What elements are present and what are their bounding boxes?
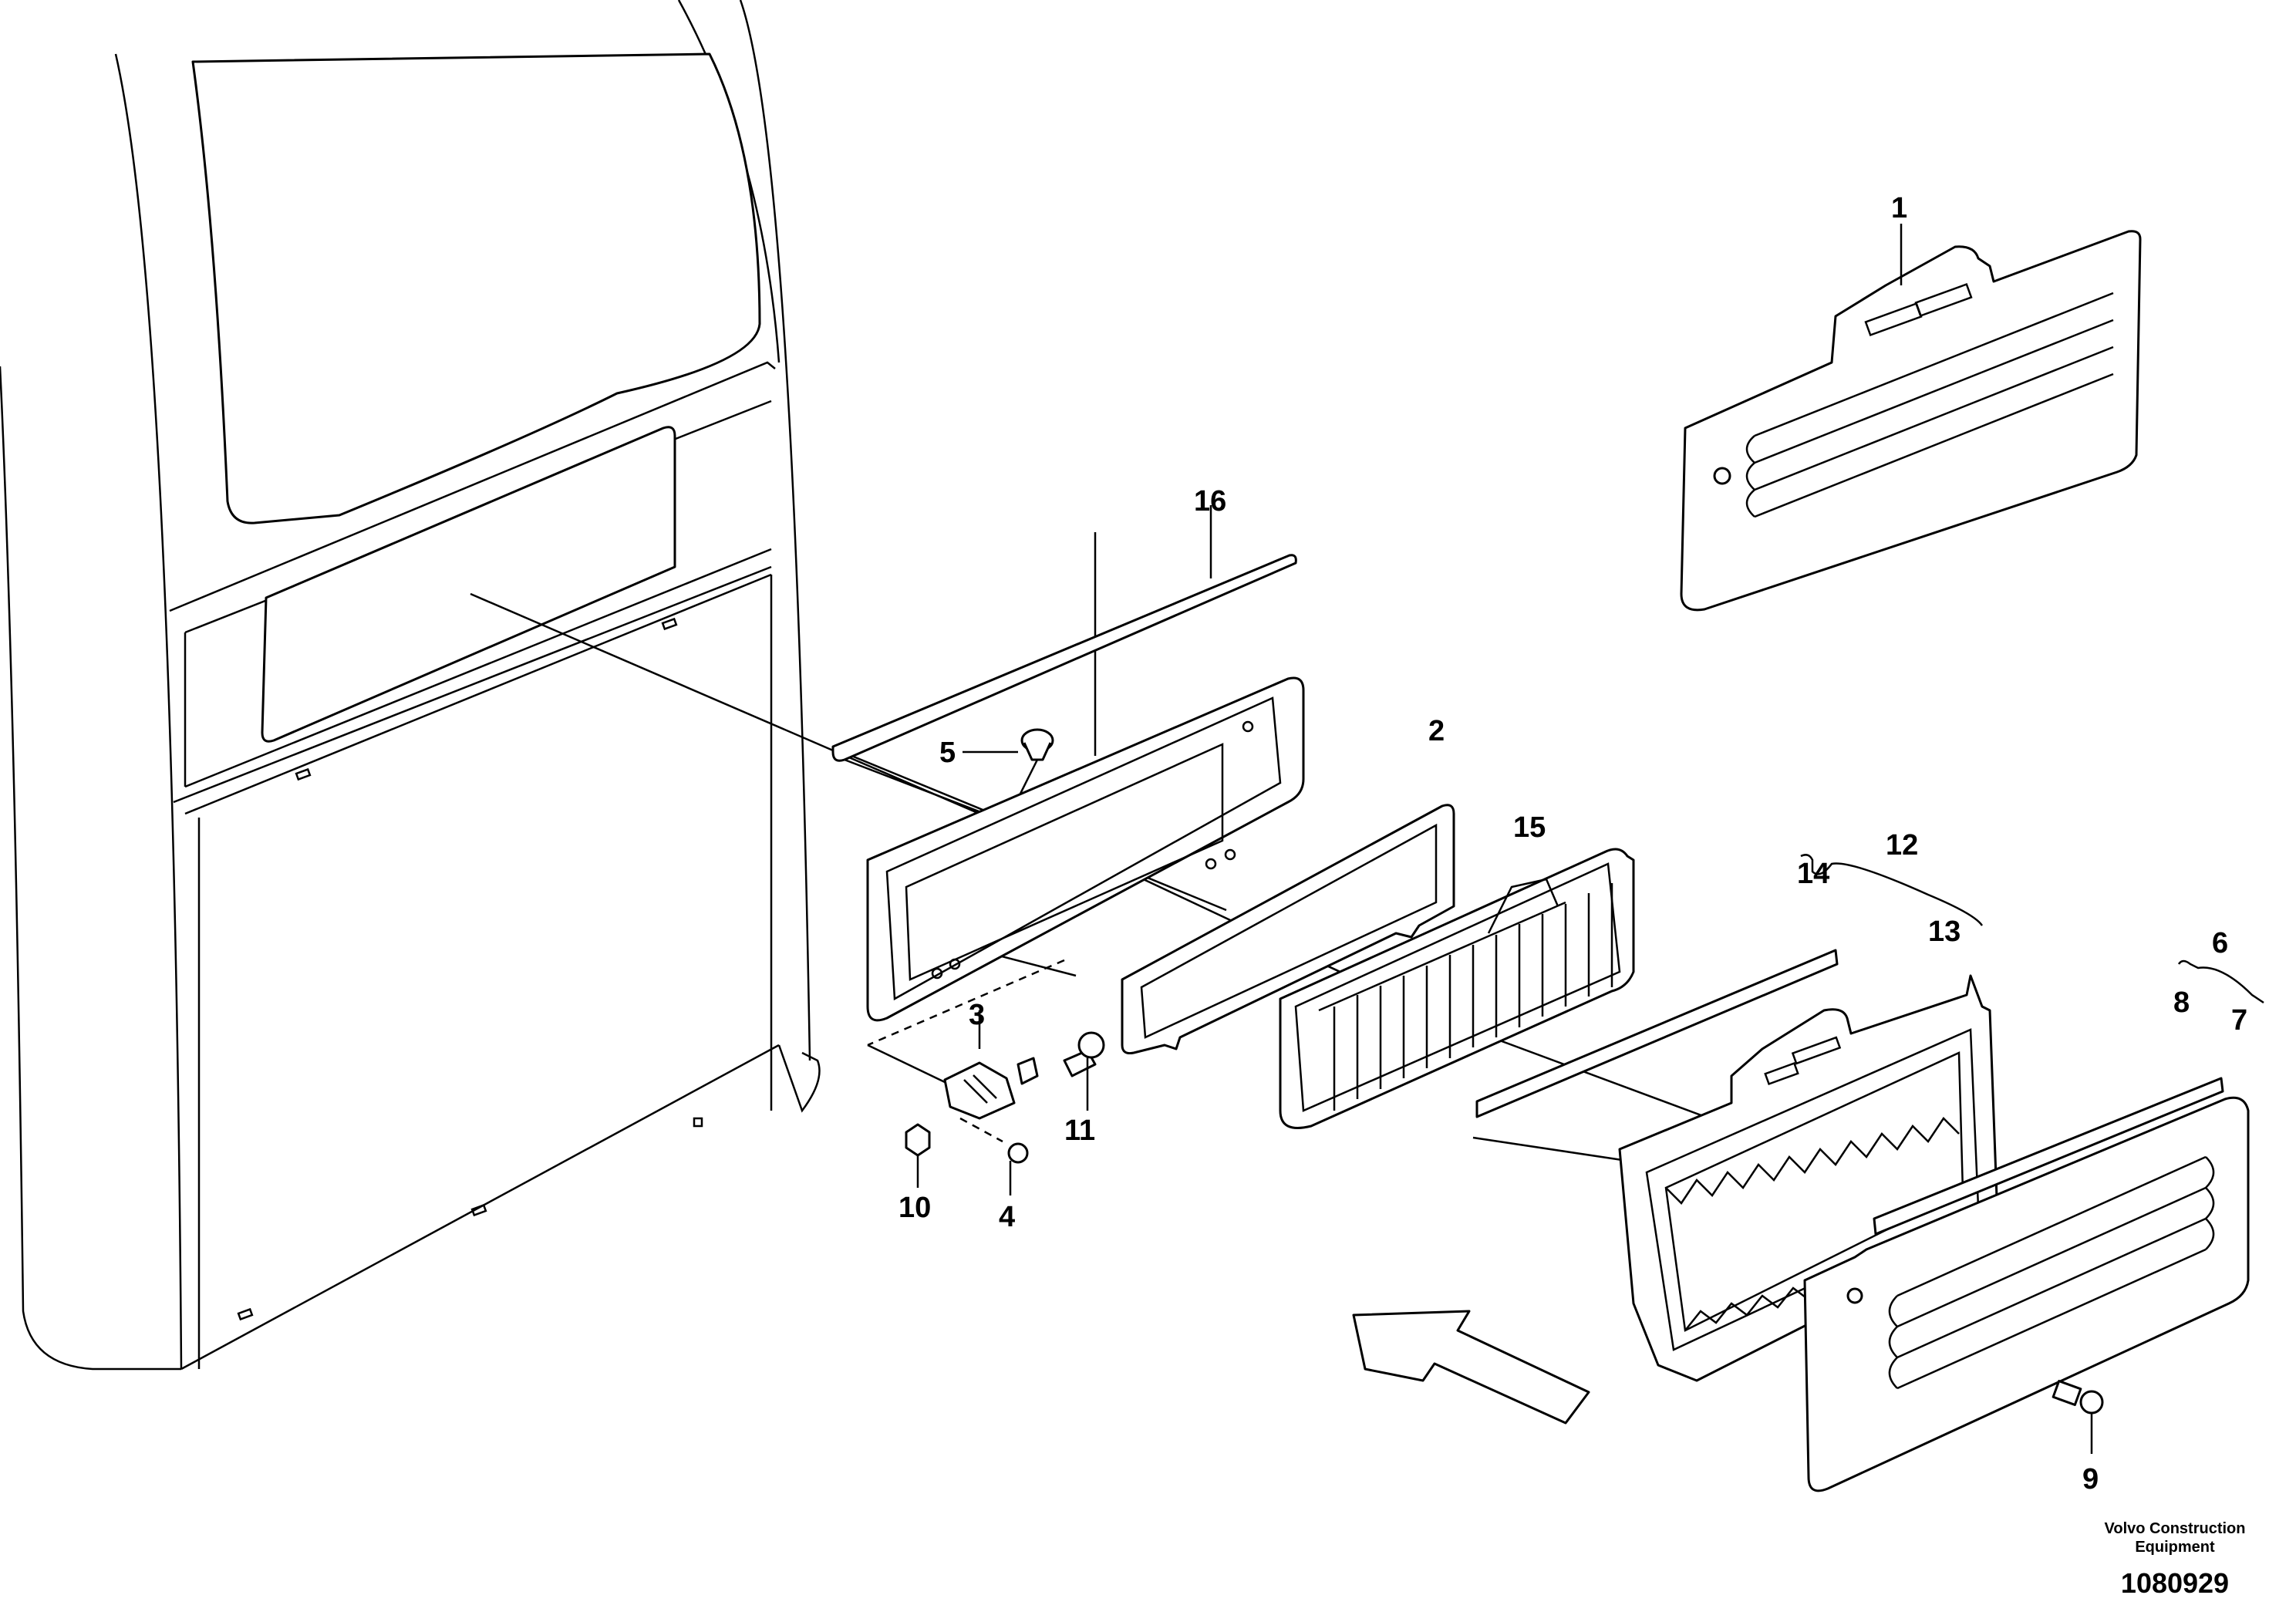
callout-5: 5 bbox=[939, 737, 956, 769]
callout-14: 14 bbox=[1797, 858, 1829, 890]
credit-company-line1: Volvo Construction bbox=[2105, 1520, 2246, 1537]
strip-part-14 bbox=[1475, 949, 1839, 1118]
callout-11: 11 bbox=[1064, 1114, 1095, 1147]
callout-2: 2 bbox=[1428, 715, 1445, 747]
callout-16: 16 bbox=[1194, 485, 1226, 518]
callout-12: 12 bbox=[1886, 829, 1918, 862]
filter-housing bbox=[866, 676, 1305, 1022]
clip-part-9 bbox=[2052, 1380, 2104, 1454]
callout-13: 13 bbox=[1928, 916, 1961, 948]
callout-10: 10 bbox=[899, 1192, 931, 1224]
drawing-number: 1080929 bbox=[2121, 1567, 2229, 1599]
callout-8: 8 bbox=[2173, 986, 2190, 1019]
strip-part-8 bbox=[1873, 1077, 2224, 1236]
group-brackets bbox=[1800, 854, 2264, 1004]
drawing-credit: Volvo Construction Equipment 1080929 bbox=[2105, 1520, 2246, 1599]
callout-15: 15 bbox=[1513, 811, 1546, 844]
callout-3: 3 bbox=[969, 999, 985, 1031]
callout-1: 1 bbox=[1891, 192, 1907, 224]
callout-9: 9 bbox=[2082, 1463, 2099, 1496]
cover-panel-part-1 bbox=[1680, 224, 2142, 612]
filter-element-part-15 bbox=[1279, 848, 1635, 1129]
hardware-parts bbox=[905, 1010, 1105, 1195]
callout-7: 7 bbox=[2231, 1004, 2247, 1037]
callout-4: 4 bbox=[999, 1201, 1015, 1233]
gasket-frame-part-2 bbox=[1121, 804, 1455, 1054]
seal-strip-part-16 bbox=[831, 505, 1297, 762]
cab-body bbox=[0, 0, 821, 1371]
airflow-arrow bbox=[1352, 1310, 1590, 1425]
callout-labels: 1 16 2 5 15 12 14 13 6 8 7 3 11 10 4 9 bbox=[899, 192, 2247, 1496]
cover-panel-part-7 bbox=[1803, 1096, 2250, 1492]
callout-6: 6 bbox=[2212, 927, 2228, 959]
credit-company-line2: Equipment bbox=[2135, 1539, 2215, 1556]
